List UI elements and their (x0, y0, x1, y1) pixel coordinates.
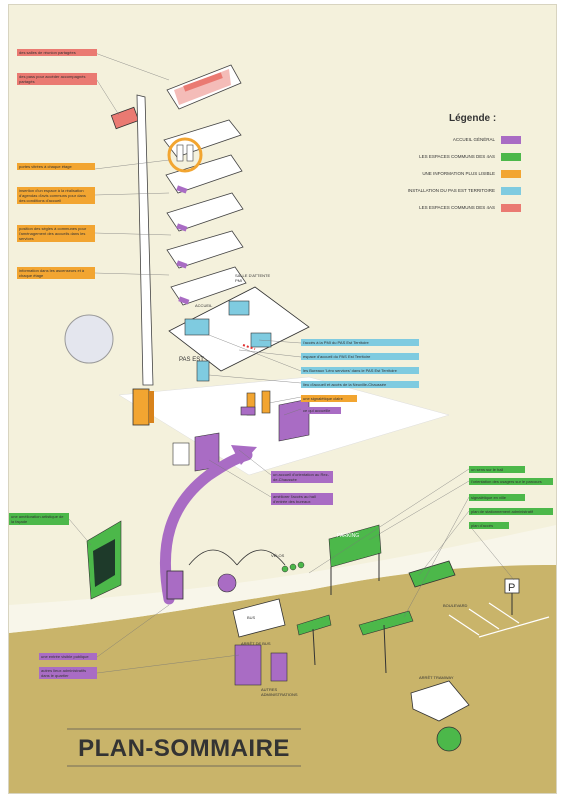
caption-boulevard: BOULEVARD (443, 603, 468, 608)
floor-stack (163, 64, 247, 306)
label-hall-access: améliorer l'accès au hall d'entrée des b… (271, 493, 333, 505)
label-glass-doors: portes vitrées à chaque étage (17, 163, 95, 170)
legend-item-label: LES ESPACES COMMUNS DES 4AS (419, 205, 495, 210)
bus-icon (232, 598, 286, 638)
caption-pmi-waiting: SALLE D'ATTENTE PMI (235, 273, 271, 283)
doors-highlight-circle (167, 137, 203, 173)
people-circle (64, 314, 114, 364)
label-orientation-desk: un accueil d'orientation au Rez-de-Chaus… (271, 471, 333, 483)
legend-item-swatch (501, 170, 521, 178)
legend-item-label: INSTALLATION DU PAS EST TERRITOIRE (407, 188, 495, 193)
legend-item-swatch (501, 136, 521, 144)
label-access-pass: des pass pour accéder accompagnés partag… (17, 73, 97, 85)
legend-item-label: LES ESPACES COMMUNS DES 4AS (419, 154, 495, 159)
car-icon (408, 560, 456, 588)
caption-pas-est: PAS EST (179, 357, 204, 363)
label-shared-rules: position des ségles à communes pour l'am… (17, 225, 95, 242)
legend-title: Légende : (449, 113, 497, 124)
label-elevator-info: information dans les ascenseurs et à cha… (17, 267, 95, 279)
tram-stop (410, 680, 470, 722)
poster-title: PLAN-SOMMAIRE (78, 735, 290, 762)
label-welcome: ce qui accueille (301, 407, 341, 414)
legend-item-label: ACCUEIL GÉNÉRAL (452, 137, 495, 142)
caption-bus: BUS (247, 615, 256, 620)
parking-banner (328, 524, 382, 568)
first-floor-plan (168, 286, 310, 372)
pass-card-icon (110, 106, 140, 130)
caption-parking: PARKING (337, 533, 360, 539)
caption-tram-stop: ARRÊT TRAMWAY (419, 675, 454, 680)
label-city-signage: signalétique en ville (469, 494, 525, 501)
reception-desk (240, 406, 256, 416)
admin-building (234, 644, 262, 686)
label-user-orientation: l'orientation des usagers sur le parcour… (469, 478, 553, 485)
legend-item-swatch (501, 204, 521, 212)
legend-item-label: UNE INFORMATION PLUS LISIBLE (422, 171, 495, 176)
label-other-admins: autres lieux administratifs dans le quar… (39, 667, 97, 679)
legend-item-swatch (501, 153, 521, 161)
label-parking-plan: plan de stationnement administratif (469, 508, 553, 515)
legend-item-swatch (501, 187, 521, 195)
caption-reception: ACCUEIL (195, 303, 213, 308)
label-reception-access: lieu d'accueil et accès de la Neuville-C… (301, 381, 419, 388)
label-clear-signage: une signalétique claire (301, 395, 357, 402)
label-offices: les Bureaux 'Léro services' dans le PAS … (301, 367, 419, 374)
tram-icon (436, 726, 462, 752)
street-area (9, 525, 556, 633)
poster-canvas: P (8, 4, 557, 794)
label-hall-sign: un sens sur le hall (469, 466, 525, 473)
label-facade-art: une amélioration artistique de la façade (9, 513, 69, 525)
caption-bikes: VÉLOS (271, 553, 285, 558)
label-reception-space: espace d'accueil du PAS Est Territoire (301, 353, 419, 360)
label-access-plan: plan d'accès (469, 522, 509, 529)
label-visible-entrance: une entrée visible publique (39, 653, 97, 660)
label-shared-space: insertion d'un espace à la réalisation d… (17, 187, 95, 204)
label-meeting-rooms: des salles de réunion partagées (17, 49, 97, 56)
entrance-door (166, 570, 184, 600)
label-pmi-access: l'accès à la PMI du PAS Est Territoire (301, 339, 419, 346)
svg-text:P: P (508, 582, 515, 594)
tower-column (136, 94, 154, 386)
caption-other-admins: AUTRES ADMINISTRATIONS (261, 687, 298, 697)
purple-arrow (159, 449, 253, 605)
poster-illustration: P (9, 52, 556, 793)
caption-bus-stop: ARRÊT DE BUS (241, 641, 271, 646)
direction-sign (296, 614, 332, 636)
info-pillar (132, 388, 150, 426)
